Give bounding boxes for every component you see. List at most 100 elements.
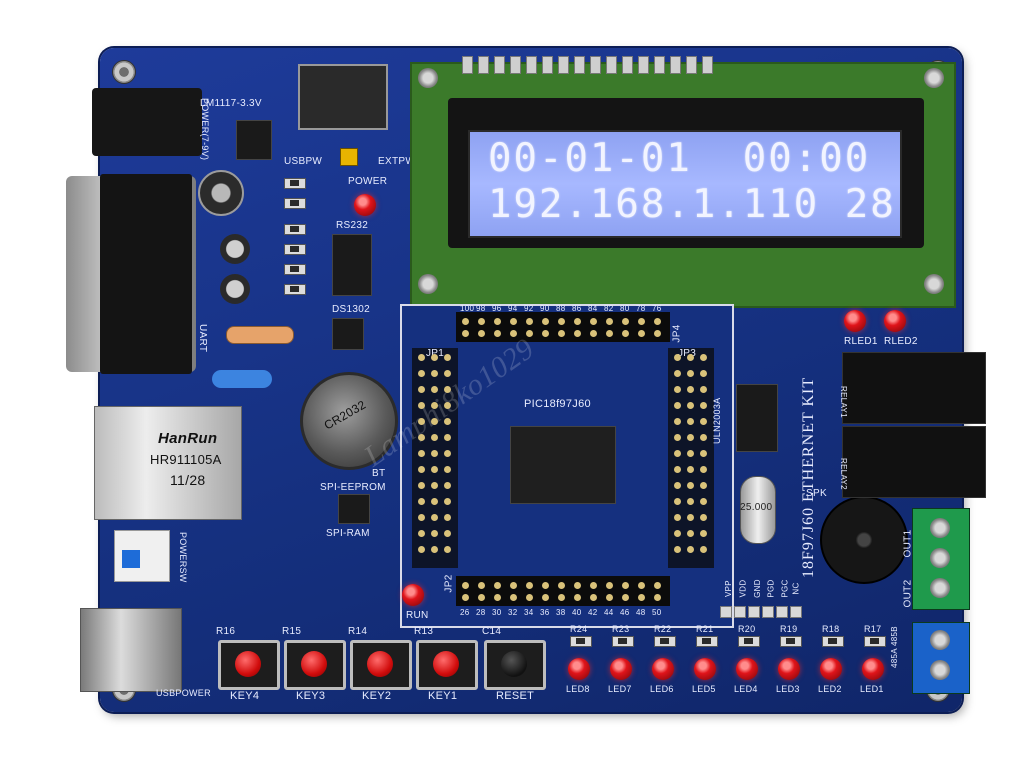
key-button-3[interactable]	[284, 640, 346, 690]
key-label: RESET	[496, 690, 535, 702]
electrolytic-capacitor	[220, 234, 250, 264]
header-pin	[418, 402, 425, 409]
header-pin	[700, 354, 707, 361]
header-pin	[444, 450, 451, 457]
header-pin	[590, 582, 597, 589]
button-cap[interactable]	[501, 651, 527, 677]
terminal-screw[interactable]	[930, 518, 950, 538]
icsp-pin-label: VDD	[738, 579, 748, 598]
led-resistor-label: R24	[570, 624, 588, 634]
header-pin	[444, 418, 451, 425]
lcd-pin	[606, 56, 617, 74]
smd-resistor	[696, 636, 718, 647]
header-pin	[674, 466, 681, 473]
header-pin	[431, 434, 438, 441]
led-label: LED2	[818, 684, 842, 694]
header-pin-number: 38	[556, 608, 566, 617]
kit-title: 18F97J60 ETHERNET KIT	[800, 376, 817, 578]
header-pin	[558, 582, 565, 589]
coin-cell-battery	[300, 372, 398, 470]
header-pin	[444, 386, 451, 393]
led-3	[778, 658, 800, 680]
header-pin	[606, 330, 613, 337]
header-pin	[687, 354, 694, 361]
header-pin	[674, 450, 681, 457]
header-pin	[418, 482, 425, 489]
smd-capacitor	[284, 244, 306, 255]
header-pin-number: 44	[604, 608, 614, 617]
led-resistor-label: R17	[864, 624, 882, 634]
header-pin	[558, 330, 565, 337]
header-pin-number: 76	[652, 304, 662, 313]
mcu-label: PIC18f97J60	[524, 398, 591, 410]
relay-led-1	[844, 310, 866, 332]
terminal-screw[interactable]	[930, 578, 950, 598]
header-pin	[687, 450, 694, 457]
header-pin	[674, 402, 681, 409]
key-label: KEY4	[230, 690, 260, 702]
led-6	[652, 658, 674, 680]
button-cap[interactable]	[367, 651, 393, 677]
header-pin	[494, 318, 501, 325]
ds1302-rtc-ic	[332, 318, 364, 350]
jp1-label: JP1	[426, 348, 444, 359]
key-resistor-label: C14	[482, 626, 502, 637]
terminal-screw[interactable]	[930, 660, 950, 680]
run-led	[402, 584, 424, 606]
relay-2	[842, 426, 986, 498]
header-pin	[510, 582, 517, 589]
terminal-screw[interactable]	[930, 630, 950, 650]
header-pin	[574, 594, 581, 601]
header-pin	[510, 330, 517, 337]
terminal-screw[interactable]	[930, 548, 950, 568]
key-button-4[interactable]	[218, 640, 280, 690]
regulator-label: LM1117-3.3V	[200, 98, 262, 109]
reset-button[interactable]	[484, 640, 546, 690]
header-pin	[526, 582, 533, 589]
power-switch-knob[interactable]	[122, 550, 140, 568]
header-pin	[558, 318, 565, 325]
header-pin	[654, 330, 661, 337]
header-pin	[700, 514, 707, 521]
header-pin	[687, 402, 694, 409]
usbpower-label: USBPOWER	[156, 688, 211, 698]
led-5	[694, 658, 716, 680]
header-pin	[700, 482, 707, 489]
smd-resistor	[654, 636, 676, 647]
header-pin	[444, 466, 451, 473]
lcd-pin	[622, 56, 633, 74]
header-pin	[526, 330, 533, 337]
header-pin	[687, 434, 694, 441]
db9-shell	[100, 174, 192, 374]
power-jumper[interactable]	[340, 148, 358, 166]
button-cap[interactable]	[235, 651, 261, 677]
header-pin	[431, 498, 438, 505]
header-pin-number: 42	[588, 608, 598, 617]
header-pin	[687, 514, 694, 521]
header-pin-number: 26	[460, 608, 470, 617]
rj45-brand: HanRun	[158, 430, 218, 447]
lcd-pin	[590, 56, 601, 74]
key-button-1[interactable]	[416, 640, 478, 690]
lcd-pin	[638, 56, 649, 74]
header-pin	[687, 386, 694, 393]
lcd-pin	[542, 56, 553, 74]
header-pin-number: 34	[524, 608, 534, 617]
smd-capacitor	[284, 224, 306, 235]
lcd-pin	[478, 56, 489, 74]
rj45-ethernet-jack	[94, 406, 242, 520]
key-button-2[interactable]	[350, 640, 412, 690]
header-pin	[444, 498, 451, 505]
button-cap[interactable]	[301, 651, 327, 677]
spi-eeprom-label: SPI-EEPROM	[320, 482, 386, 493]
power-switch[interactable]	[114, 530, 170, 582]
rs485-label: 485A 485B	[890, 626, 899, 668]
header-pin	[478, 594, 485, 601]
header-pin	[431, 530, 438, 537]
smd-capacitor	[284, 178, 306, 189]
button-cap[interactable]	[433, 651, 459, 677]
header-pin	[418, 450, 425, 457]
lcd-pin	[494, 56, 505, 74]
lcd-module: 00-01-01 00:00 192.168.1.110 28	[410, 62, 956, 308]
header-pin	[700, 450, 707, 457]
